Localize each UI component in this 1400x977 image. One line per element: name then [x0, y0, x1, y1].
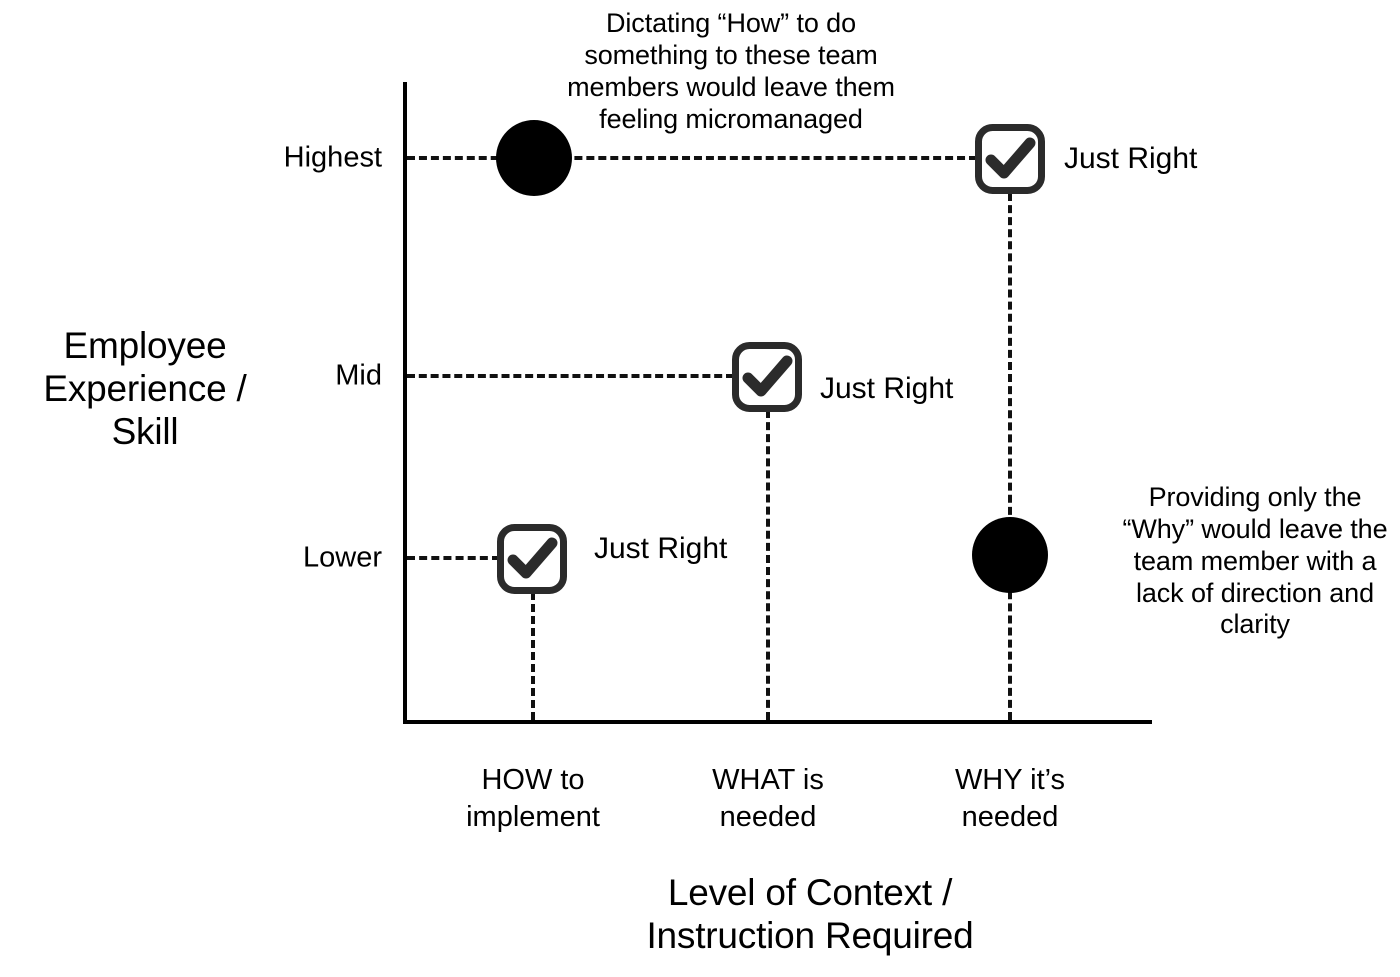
- marker-label-why-highest: Just Right: [1064, 142, 1198, 175]
- marker-checkbox-what-mid[interactable]: [732, 342, 802, 412]
- x-axis-line: [403, 720, 1152, 724]
- checkbox-icon: [497, 524, 567, 594]
- guide-vertical-how: [531, 592, 535, 720]
- x-axis-title: Level of Context / Instruction Required: [646, 872, 974, 956]
- x-tick-label-why: WHY it’s needed: [954, 764, 1066, 834]
- marker-dot-how-highest[interactable]: [496, 120, 572, 196]
- checkbox-icon: [732, 342, 802, 412]
- marker-dot-why-lower[interactable]: [972, 517, 1048, 593]
- marker-checkbox-why-highest[interactable]: [975, 124, 1045, 194]
- annotation-why-lack-of-direction: Providing only the “Why” would leave the…: [1122, 482, 1388, 640]
- checkbox-icon: [975, 124, 1045, 194]
- marker-label-how-lower: Just Right: [594, 532, 728, 565]
- annotation-how-micromanaged: Dictating “How” to do something to these…: [567, 8, 895, 134]
- guide-horizontal-highest: [407, 156, 977, 160]
- y-tick-label-mid: Mid: [335, 359, 382, 392]
- marker-label-what-mid: Just Right: [820, 372, 954, 405]
- guide-horizontal-mid: [407, 374, 734, 378]
- y-axis-title: Employee Experience / Skill: [43, 325, 247, 452]
- y-tick-label-highest: Highest: [283, 141, 382, 174]
- x-tick-label-what: WHAT is needed: [712, 764, 824, 834]
- marker-checkbox-how-lower[interactable]: [497, 524, 567, 594]
- x-tick-label-how: HOW to implement: [466, 764, 600, 834]
- y-axis-line: [403, 82, 407, 724]
- y-tick-label-lower: Lower: [303, 541, 382, 574]
- guide-horizontal-lower: [407, 556, 500, 560]
- guide-vertical-why: [1008, 193, 1012, 720]
- guide-vertical-what: [766, 410, 770, 720]
